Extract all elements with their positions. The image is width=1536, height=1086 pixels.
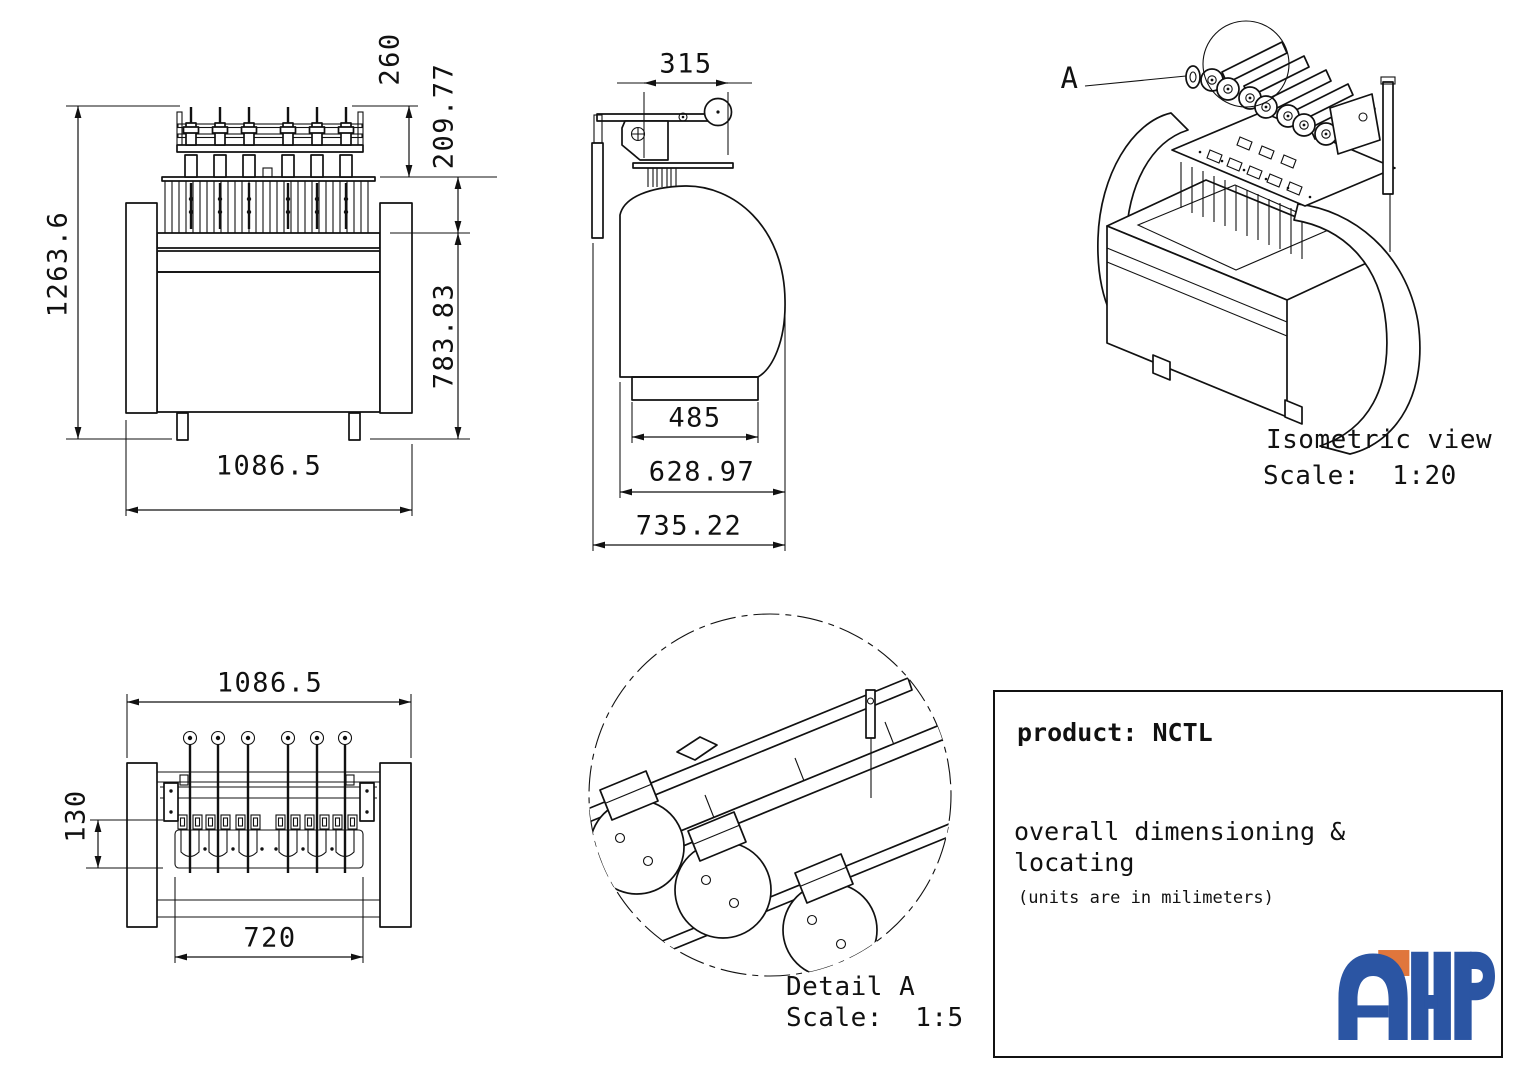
description-line-1: overall dimensioning & <box>1014 817 1346 846</box>
side-view-dimensions <box>592 79 786 551</box>
description-line-2: locating <box>1014 848 1135 877</box>
front-dim-body-height-label: 783.83 <box>428 282 460 390</box>
side-dim-base-width-label: 485 <box>668 402 722 434</box>
side-dim-total-depth-label: 735.22 <box>635 510 743 542</box>
top-view-dimensions <box>86 694 412 963</box>
detail-a-caption: Detail A <box>786 972 916 1002</box>
ahp-logo <box>1338 950 1495 1040</box>
isometric-view-drawing <box>1084 20 1421 455</box>
detail-marker-label: A <box>1060 61 1080 95</box>
top-dim-clamp-offset-label: 130 <box>60 789 92 843</box>
units-note: (units are in milimeters) <box>1018 888 1274 908</box>
front-dim-width-label: 1086.5 <box>215 450 323 482</box>
side-dim-body-depth-label: 628.97 <box>648 456 756 488</box>
logo-letters <box>1338 951 1495 1040</box>
isometric-scale: Scale: 1:20 <box>1263 461 1457 491</box>
front-view-dimensions <box>66 105 497 516</box>
top-dim-span-label: 720 <box>243 922 297 954</box>
side-dim-head-width-label: 315 <box>659 48 713 80</box>
isometric-caption: Isometric view <box>1266 425 1493 455</box>
front-dim-total-height-label: 1263.6 <box>42 210 74 318</box>
detail-a-drawing <box>588 613 952 977</box>
top-view-drawing <box>126 730 412 928</box>
side-view-drawing <box>591 97 786 401</box>
detail-a-scale: Scale: 1:5 <box>786 1003 964 1033</box>
drawing-description: overall dimensioning & locating <box>1014 816 1345 878</box>
title-block: product: NCTL overall dimensioning & loc… <box>993 690 1503 1058</box>
top-dim-width-label: 1086.5 <box>216 667 324 699</box>
front-dim-spindle-height-label: 260 <box>374 32 406 86</box>
product-label: product: NCTL <box>1017 718 1213 747</box>
front-dim-head-height-label: 209.77 <box>428 62 460 170</box>
front-view-drawing <box>125 105 413 441</box>
